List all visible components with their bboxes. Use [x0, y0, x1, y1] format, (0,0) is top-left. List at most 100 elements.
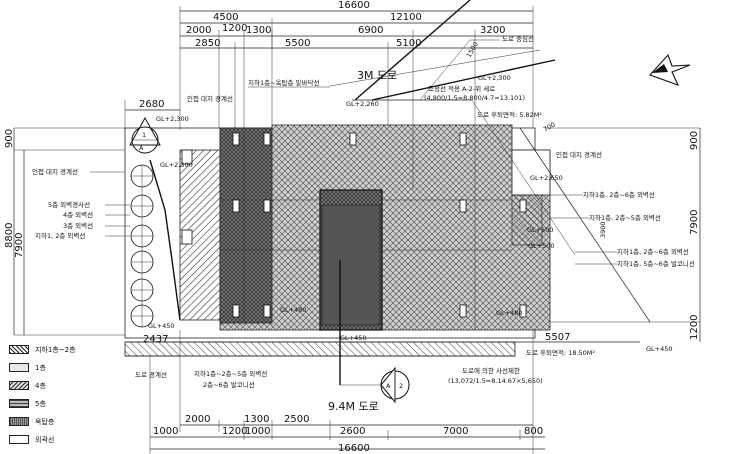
label-adjacent-top: 인접 대지 경계선 [187, 94, 233, 103]
label-right-b1-5b: 지하1층, 5층~6층 발코니선 [617, 259, 695, 268]
label-bottom-balcony: 2층~6층 발코니선 [203, 380, 255, 389]
svg-text:GL+2,300: GL+2,300 [156, 115, 189, 123]
dim-bottom-2600: 2600 [340, 426, 365, 437]
legend-swatch [9, 345, 29, 354]
section-top-letter: A [139, 144, 144, 152]
dim-left-8800: 8800 [4, 223, 15, 248]
label-road-boundary: 도로 경계선 [135, 370, 167, 379]
dim-bottom-1000a: 1000 [153, 426, 178, 437]
dim-top-3200: 3200 [480, 25, 505, 36]
dim-top-2000: 2000 [186, 25, 211, 36]
dim-top-5500: 5500 [285, 38, 310, 49]
legend-item: 4층 [9, 378, 119, 393]
north-arrow-icon [649, 53, 691, 86]
dim-top-12100: 12100 [390, 12, 422, 23]
dim-left-900: 900 [4, 129, 15, 148]
label-right-b1-5: 지하1층, 2층~5층 외벽선 [589, 213, 661, 222]
label-right-b1-6: 지하1층, 2층~6층 외벽선 [583, 190, 655, 199]
svg-text:GL+2,650: GL+2,650 [530, 174, 563, 182]
legend-item: 5층 [9, 396, 119, 411]
dim-5507: 5507 [545, 332, 570, 343]
road-centerline-label: 도로 중심선 [502, 34, 534, 43]
legend-label: 옥탑층 [35, 417, 55, 426]
label-left-b1: 지하1, 2층 외벽선 [35, 231, 85, 240]
columns [181, 132, 527, 318]
dim-right-1200: 1200 [689, 315, 700, 340]
label-calc-note: 조정선 적용 A-2-위 세로 [428, 84, 495, 93]
road-label-bottom: 9.4M 도로 [328, 400, 379, 413]
svg-text:GL+480: GL+480 [496, 309, 523, 317]
dim-2437: 2437 [143, 334, 168, 345]
dim-top-5100: 5100 [396, 38, 421, 49]
legend-swatch [9, 417, 29, 426]
dim-top-2850: 2850 [195, 38, 220, 49]
dim-top-4500: 4500 [213, 12, 238, 23]
label-b1-floor-top: 지하1층~옥탑층 밑바닥선 [248, 78, 319, 87]
dim-bottom-7000: 7000 [443, 426, 468, 437]
dim-700: 700 [542, 121, 557, 134]
legend-label: 1층 [35, 363, 46, 372]
label-bottom-formula: (13,072/1.5=8.14.67×5,650) [448, 377, 543, 385]
label-left-5f: 5층 외벽경사선 [48, 200, 90, 209]
dim-top-total: 16600 [338, 0, 370, 11]
legend: 지하1층~2층 1층 4층 5층 옥탑층 외곽선 [9, 342, 119, 450]
dim-left-7900: 7900 [14, 233, 25, 258]
floor-area-left-column [219, 127, 273, 324]
section-marker-top [129, 116, 161, 154]
level-marks: GL+2,300 GL+2,300 GL+2,260 GL+2,300 GL+2… [148, 74, 673, 353]
label-adjacent-right: 인접 대지 경계선 [556, 150, 602, 159]
dim-top-6900: 6900 [358, 25, 383, 36]
svg-text:GL+450: GL+450 [646, 345, 673, 353]
legend-swatch [9, 363, 29, 372]
svg-text:GL+500: GL+500 [527, 226, 554, 234]
legend-label: 외곽선 [35, 435, 55, 444]
section-top-num: 1 [142, 131, 146, 139]
legend-swatch [9, 435, 29, 444]
dim-3900: 3900 [599, 221, 607, 238]
dim-right-7900: 7900 [689, 210, 700, 235]
legend-swatch [9, 381, 29, 390]
dim-bottom-2500: 2500 [284, 414, 309, 425]
bottom-dimension-lines [149, 330, 545, 454]
legend-label: 4층 [35, 381, 46, 390]
top-road-boundary [329, 0, 556, 101]
label-left-4f: 4층 외벽선 [63, 210, 93, 219]
label-calc-formula: (4,800/1.5=8.800/4.7=13.101) [424, 94, 525, 102]
upper-right-notch [511, 149, 551, 196]
core-inner [321, 204, 381, 326]
left-dimension-lines [13, 128, 25, 335]
dim-top-2680: 2680 [139, 99, 164, 110]
legend-label: 지하1층~2층 [35, 345, 76, 354]
svg-text:GL+2,300: GL+2,300 [478, 74, 511, 82]
dim-bottom-total: 16600 [338, 443, 370, 454]
legend-swatch [9, 399, 29, 408]
legend-item: 1층 [9, 360, 119, 375]
svg-text:GL+450: GL+450 [148, 322, 175, 330]
road-label-top: 3M 도로 [357, 69, 397, 82]
svg-text:GL+450: GL+450 [340, 334, 367, 342]
legend-item: 옥탑층 [9, 414, 119, 429]
dim-bottom-1000b: 1000 [245, 426, 270, 437]
dim-bottom-1300: 1300 [244, 414, 269, 425]
svg-text:GL+480: GL+480 [280, 306, 307, 314]
legend-item: 외곽선 [9, 432, 119, 447]
dim-right-900: 900 [689, 131, 700, 150]
dim-top-1200: 1200 [222, 23, 247, 34]
label-road-area-bottom: 도로 후퇴면적: 18.50M² [526, 348, 595, 357]
section-bottom-num: 2 [399, 382, 403, 390]
svg-text:GL+2,300: GL+2,300 [160, 161, 193, 169]
dim-bottom-1200: 1200 [222, 426, 247, 437]
label-adjacent-left: 인접 대지 경계선 [32, 167, 78, 176]
label-right-b1-6b: 지하1층, 2층~6층 외벽선 [617, 247, 689, 256]
section-marker-bottom [380, 366, 410, 404]
right-setback-line-2 [471, 99, 576, 256]
svg-text:GL+500: GL+500 [528, 242, 555, 250]
legend-item: 지하1층~2층 [9, 342, 119, 357]
dim-bottom-800: 800 [524, 426, 543, 437]
svg-text:GL+2,260: GL+2,260 [346, 100, 379, 108]
label-bottom-b1-6: 지하1층~2층~5층 외벽선 [194, 369, 267, 378]
label-left-3f: 3층 외벽선 [63, 221, 93, 230]
dim-bottom-2000: 2000 [185, 414, 210, 425]
label-bottom-calc: 도로에 의한 사선제한 [462, 366, 520, 375]
